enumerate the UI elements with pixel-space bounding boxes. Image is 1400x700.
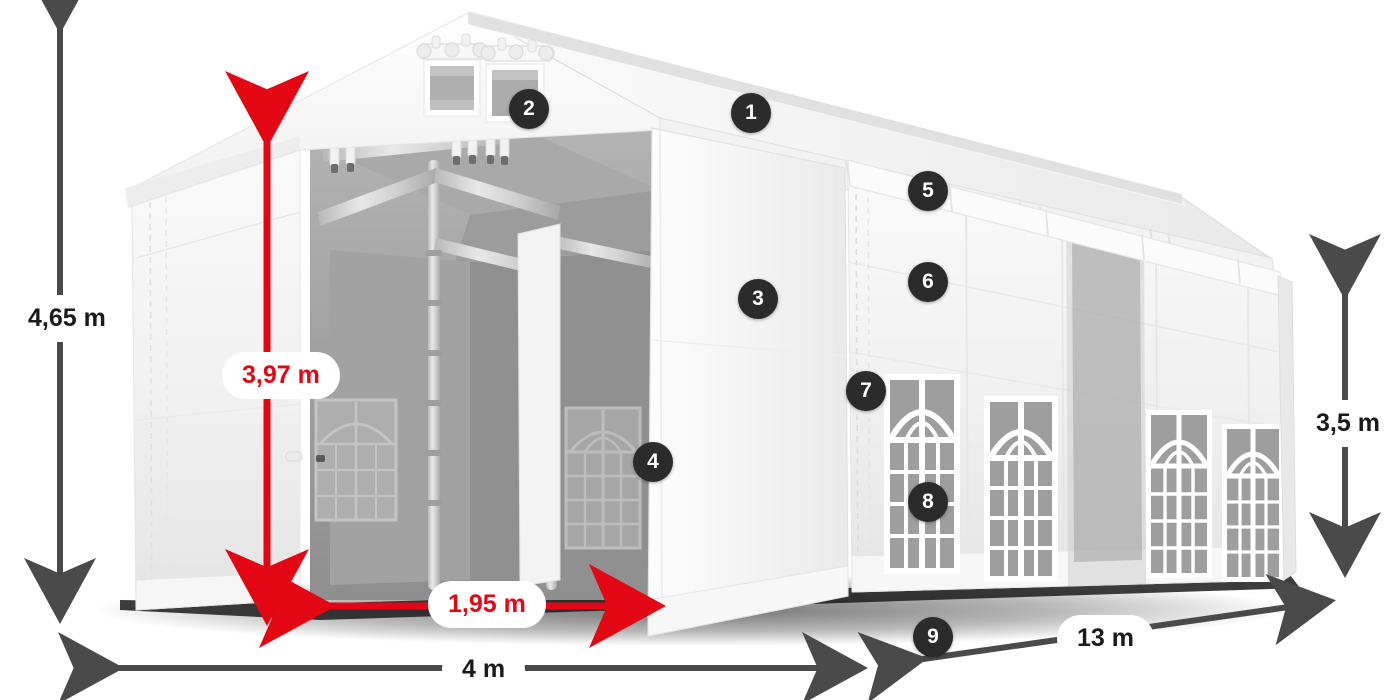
rolled-vent-fabric [416, 33, 555, 62]
callout-badge-2[interactable]: 2 [509, 89, 549, 129]
door-leaf-right [647, 127, 849, 637]
tent-interior [310, 120, 660, 600]
dim-label-tent-width: 4 m [446, 650, 522, 689]
callout-badge-1[interactable]: 1 [731, 93, 771, 133]
callout-badge-8[interactable]: 8 [908, 482, 948, 522]
callout-badge-5[interactable]: 5 [908, 171, 948, 211]
callout-badge-3[interactable]: 3 [738, 279, 778, 319]
dim-label-ridge-height: 4,65 m [12, 299, 122, 338]
callout-badge-4[interactable]: 4 [633, 442, 673, 482]
callout-badge-6[interactable]: 6 [908, 262, 948, 302]
interior-window-left [314, 398, 398, 522]
callout-badge-7[interactable]: 7 [846, 371, 886, 411]
front-door[interactable] [517, 127, 849, 637]
arched-window [984, 396, 1058, 582]
side-wall [847, 167, 1285, 593]
arched-window [1146, 410, 1212, 578]
callout-badge-9[interactable]: 9 [913, 617, 953, 657]
dim-label-eave-height: 3,5 m [1300, 404, 1396, 443]
interior-window [564, 406, 642, 550]
dim-label-door-width: 1,95 m [432, 585, 542, 624]
rear-wall-edge [1277, 275, 1297, 581]
dim-label-door-height: 3,97 m [226, 356, 336, 395]
dim-label-tent-length: 13 m [1061, 619, 1150, 658]
arched-window [1222, 424, 1284, 582]
arched-window [884, 374, 960, 574]
